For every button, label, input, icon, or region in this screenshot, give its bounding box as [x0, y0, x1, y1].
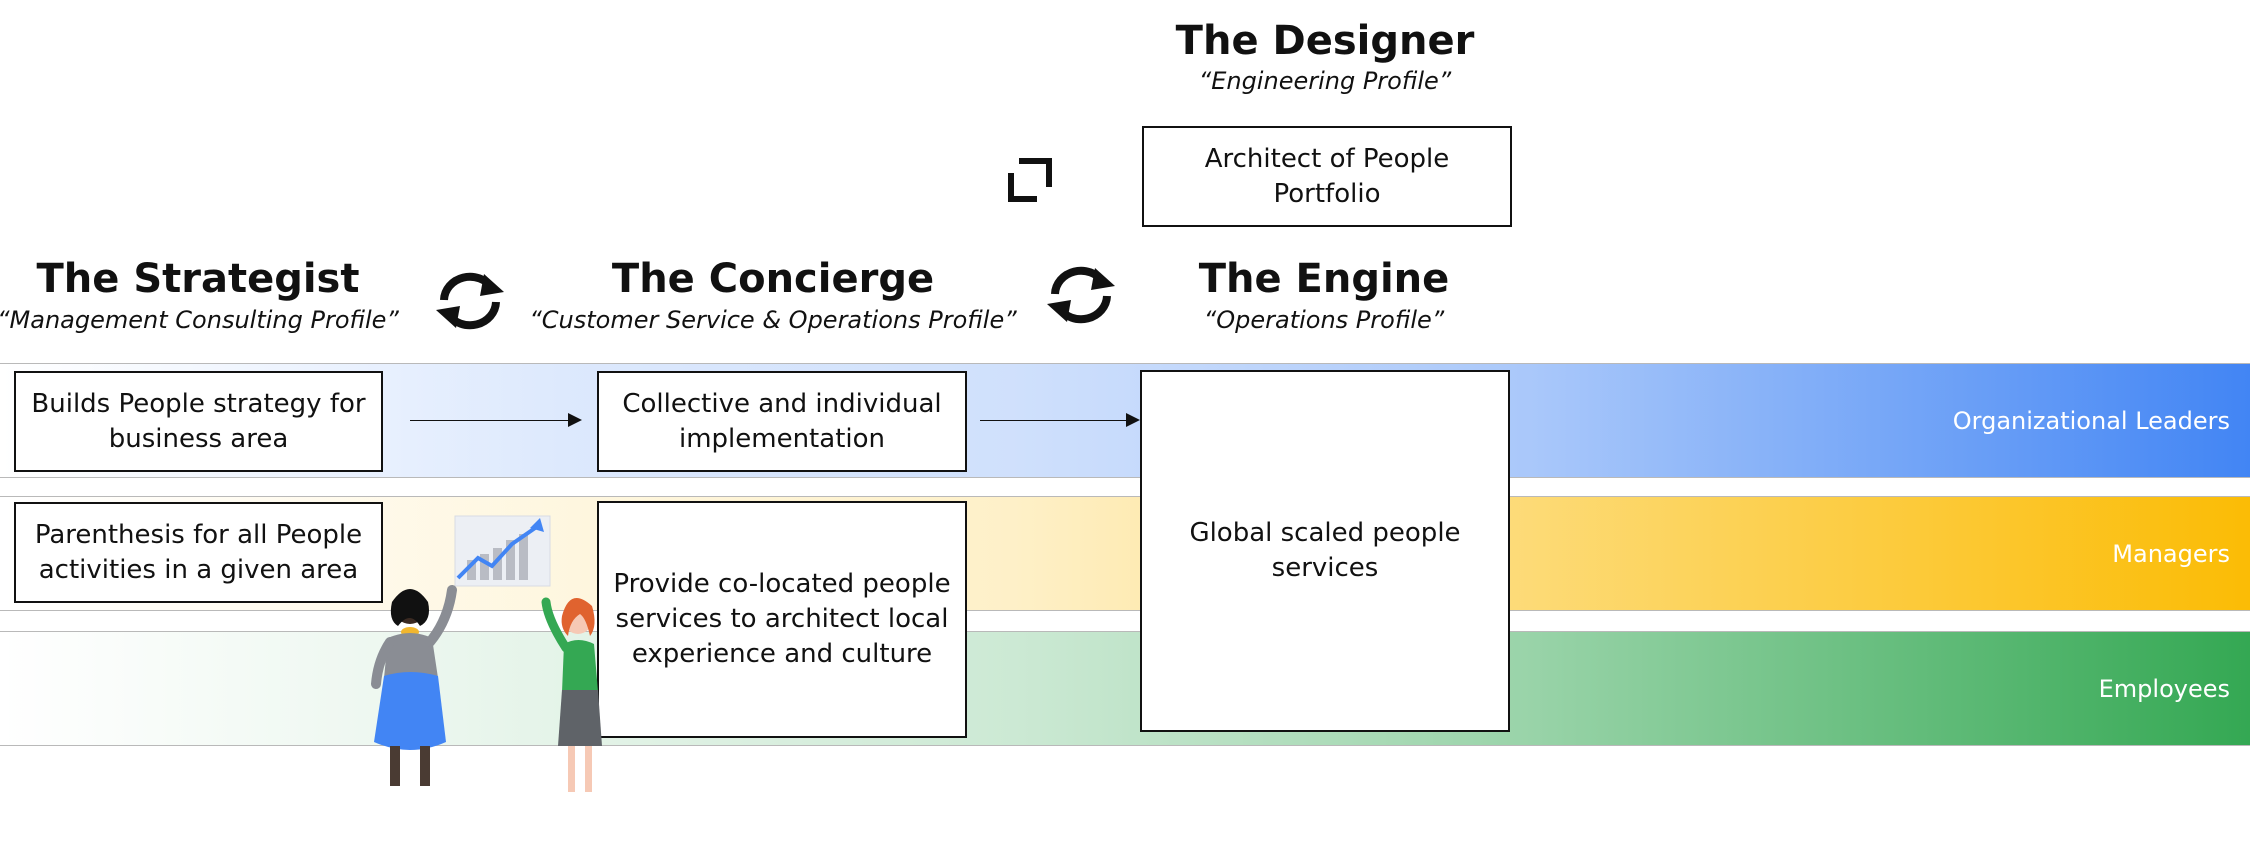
arrowhead [1126, 413, 1140, 427]
sync-icon [436, 272, 504, 330]
band-employees: Employees [0, 631, 2250, 746]
architect-box: Architect of People Portfolio [1142, 126, 1512, 227]
arrowhead [568, 413, 582, 427]
expand-corner-icon [1008, 158, 1052, 202]
strategist-title: The Strategist [36, 256, 360, 302]
parenthesis-box: Parenthesis for all People activities in… [14, 502, 383, 603]
implementation-box: Collective and individual implementation [597, 371, 967, 472]
arrow-implementation-to-global [980, 420, 1128, 421]
engine-subtitle: “Operations Profile” [1203, 306, 1445, 334]
band-label-employees: Employees [2098, 674, 2230, 703]
concierge-subtitle: “Customer Service & Operations Profile” [529, 306, 1017, 334]
arrow-strategy-to-implementation [410, 420, 570, 421]
global-services-box: Global scaled people services [1140, 370, 1510, 732]
designer-title: The Designer [1175, 18, 1475, 64]
concierge-title: The Concierge [611, 256, 935, 302]
band-label-managers: Managers [2112, 539, 2230, 568]
designer-subtitle: “Engineering Profile” [1198, 67, 1452, 95]
band-label-leaders: Organizational Leaders [1952, 406, 2230, 435]
sync-icon [1047, 266, 1115, 324]
strategist-subtitle: “Management Consulting Profile” [0, 306, 399, 334]
strategy-box: Builds People strategy for business area [14, 371, 383, 472]
colocated-services-box: Provide co-located people services to ar… [597, 501, 967, 738]
people-with-growth-chart-illustration [371, 515, 602, 792]
engine-title: The Engine [1198, 256, 1450, 302]
